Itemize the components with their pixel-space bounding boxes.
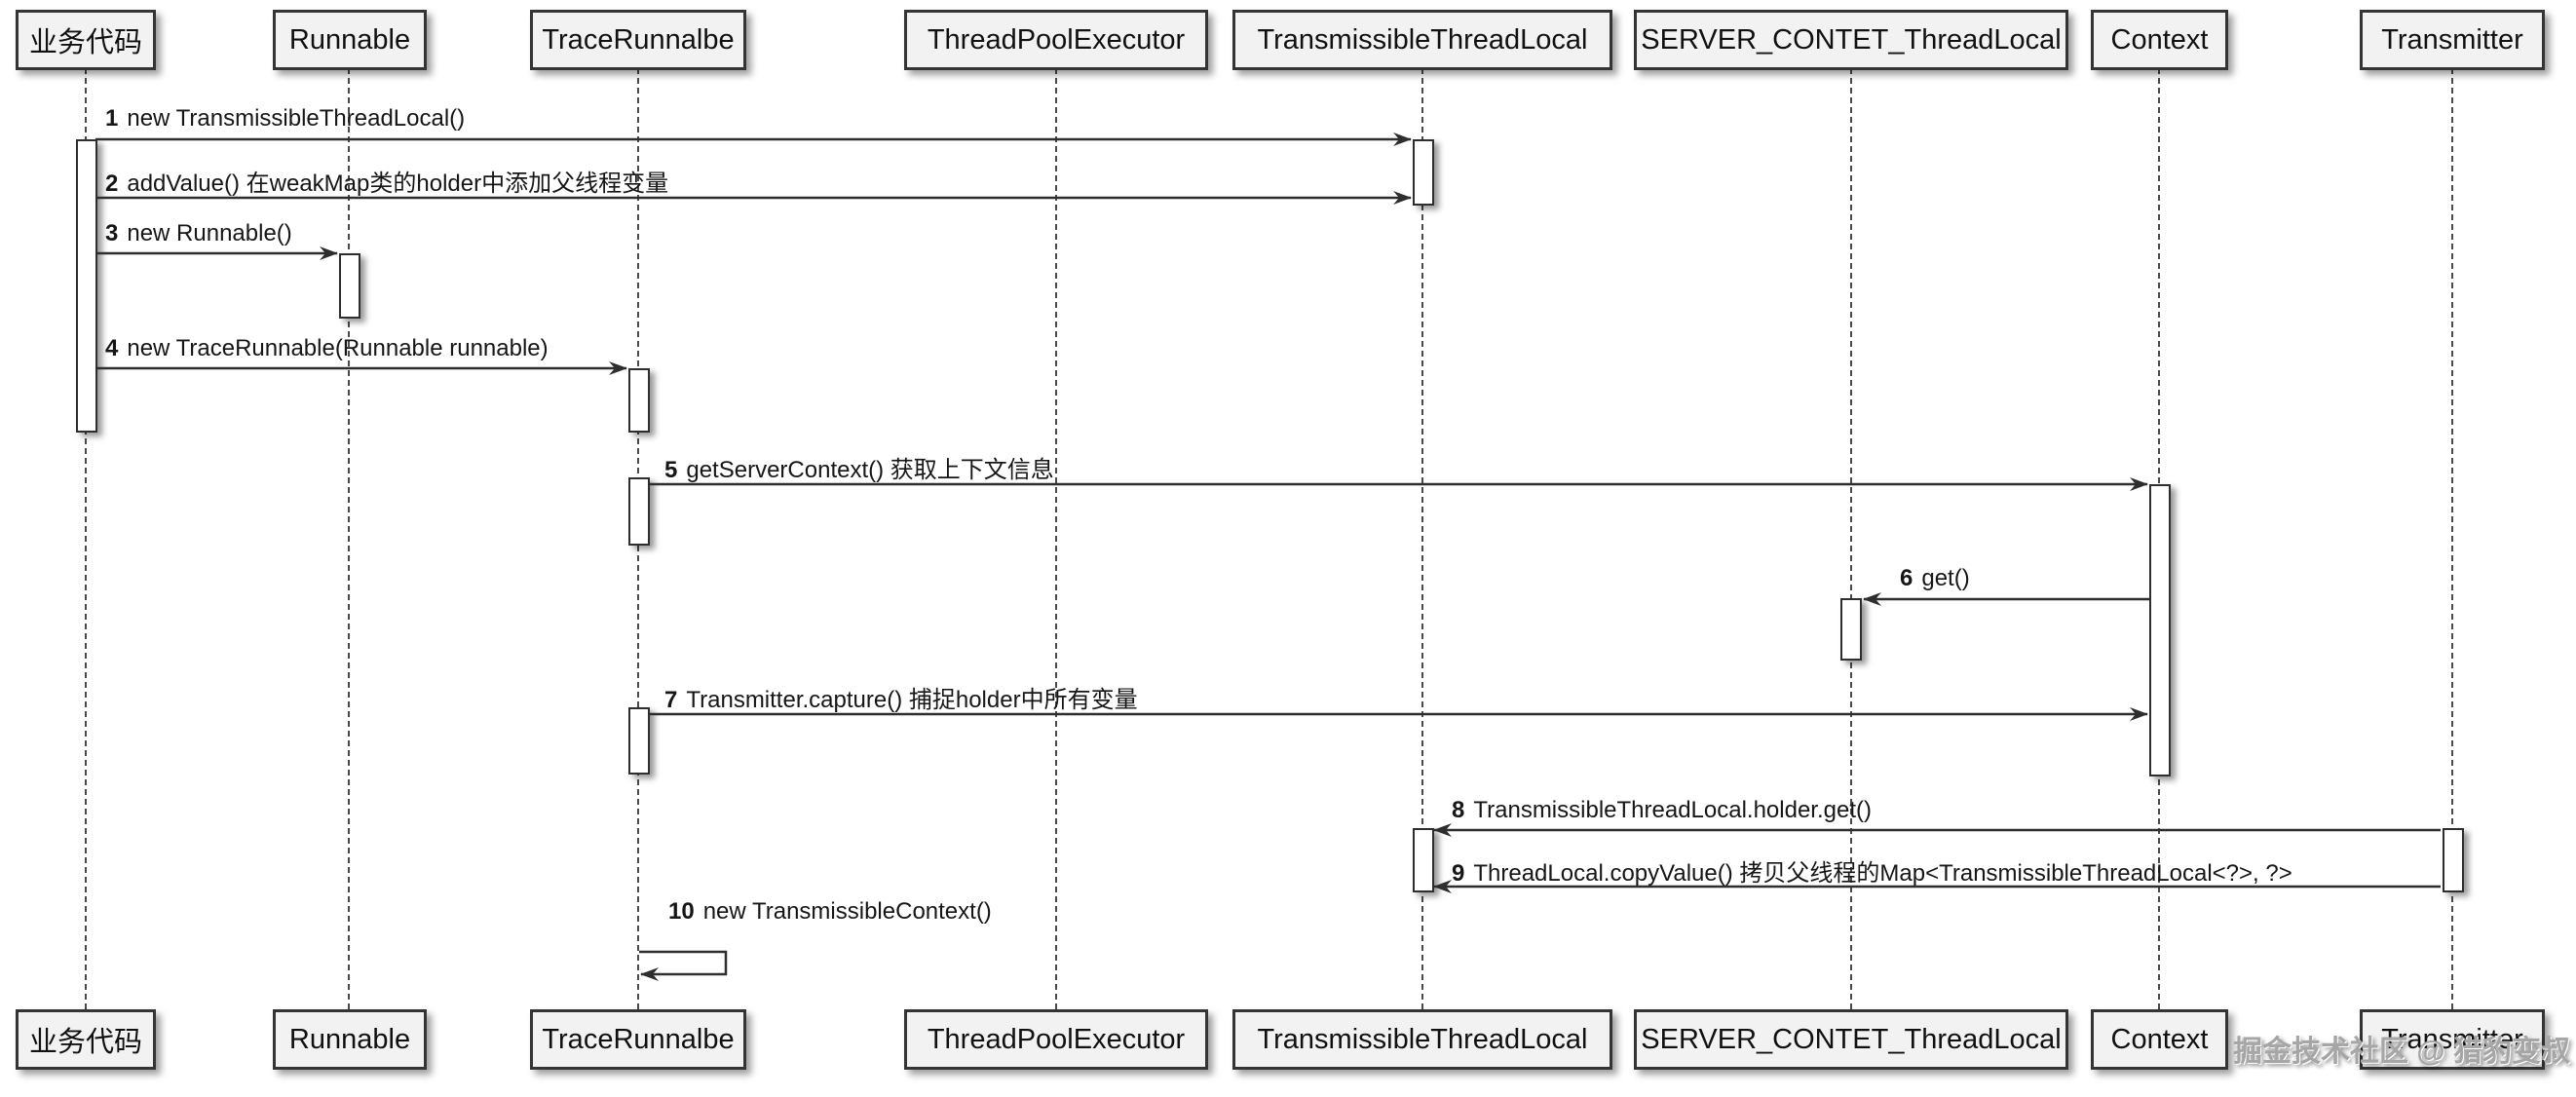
participant-transmissiblethreadlocal-bottom: TransmissibleThreadLocal — [1232, 1009, 1612, 1070]
participant-runnable-top: Runnable — [273, 10, 427, 70]
participant-server-contet-threadlocal-top: SERVER_CONTET_ThreadLocal — [1634, 10, 2068, 70]
participant-label: TraceRunnalbe — [542, 1023, 735, 1055]
participant-label: Runnable — [288, 23, 411, 56]
participant-label: TransmissibleThreadLocal — [1257, 1023, 1588, 1055]
participant-threadpoolexecutor-top: ThreadPoolExecutor — [904, 10, 1208, 70]
activation-server-contet-threadlocal — [1840, 598, 1862, 661]
participant-label: ThreadPoolExecutor — [927, 23, 1186, 56]
message-10-self-arrow — [639, 950, 728, 981]
watermark: 掘金技术社区 @ 猎豹变叔 — [2233, 1036, 2570, 1068]
activation-transmitter — [2443, 828, 2464, 892]
participant-context-top: Context — [2091, 10, 2228, 70]
activation-transmissiblethreadlocal-msg8 — [1413, 828, 1434, 892]
participant-label: SERVER_CONTET_ThreadLocal — [1641, 1023, 2062, 1055]
lifeline-transmitter — [2451, 68, 2453, 1009]
participant-transmitter-bottom: Transmitter — [2360, 1009, 2545, 1070]
participant-business-code-bottom: 业务代码 — [16, 1009, 156, 1070]
lifeline-threadpoolexecutor — [1055, 68, 1057, 1009]
participant-business-code-top: 业务代码 — [16, 10, 156, 70]
activation-tracerunnalbe-msg7 — [628, 707, 650, 775]
participant-label: Context — [2110, 1023, 2209, 1055]
activation-runnable — [339, 253, 360, 319]
participant-threadpoolexecutor-bottom: ThreadPoolExecutor — [904, 1009, 1208, 1070]
participant-label: Runnable — [288, 1023, 411, 1055]
participant-label: SERVER_CONTET_ThreadLocal — [1641, 23, 2062, 56]
participant-runnable-bottom: Runnable — [273, 1009, 427, 1070]
participant-label: ThreadPoolExecutor — [927, 1023, 1186, 1055]
lifeline-transmissiblethreadlocal — [1421, 68, 1423, 1009]
participant-label: TransmissibleThreadLocal — [1257, 23, 1588, 56]
participant-label: 业务代码 — [28, 1027, 142, 1058]
lifeline-runnable — [348, 68, 350, 1009]
lifeline-server-contet-threadlocal — [1850, 68, 1852, 1009]
participant-label: Transmitter — [2381, 1023, 2523, 1055]
activation-business-code — [76, 139, 97, 433]
activation-tracerunnalbe-msg5 — [628, 477, 650, 546]
participant-transmissiblethreadlocal-top: TransmissibleThreadLocal — [1232, 10, 1612, 70]
activation-tracerunnalbe-msg4 — [628, 368, 650, 433]
participant-transmitter-top: Transmitter — [2360, 10, 2545, 70]
lifeline-business-code — [85, 68, 87, 1009]
activation-transmissiblethreadlocal-msg1 — [1413, 139, 1434, 206]
participant-tracerunnalbe-top: TraceRunnalbe — [530, 10, 746, 70]
participant-context-bottom: Context — [2091, 1009, 2228, 1070]
participant-label: Transmitter — [2381, 23, 2523, 56]
participant-server-contet-threadlocal-bottom: SERVER_CONTET_ThreadLocal — [1634, 1009, 2068, 1070]
participant-label: 业务代码 — [28, 27, 142, 58]
participant-label: Context — [2110, 23, 2209, 56]
participant-tracerunnalbe-bottom: TraceRunnalbe — [530, 1009, 746, 1070]
participant-label: TraceRunnalbe — [542, 23, 735, 56]
activation-context — [2149, 484, 2171, 776]
